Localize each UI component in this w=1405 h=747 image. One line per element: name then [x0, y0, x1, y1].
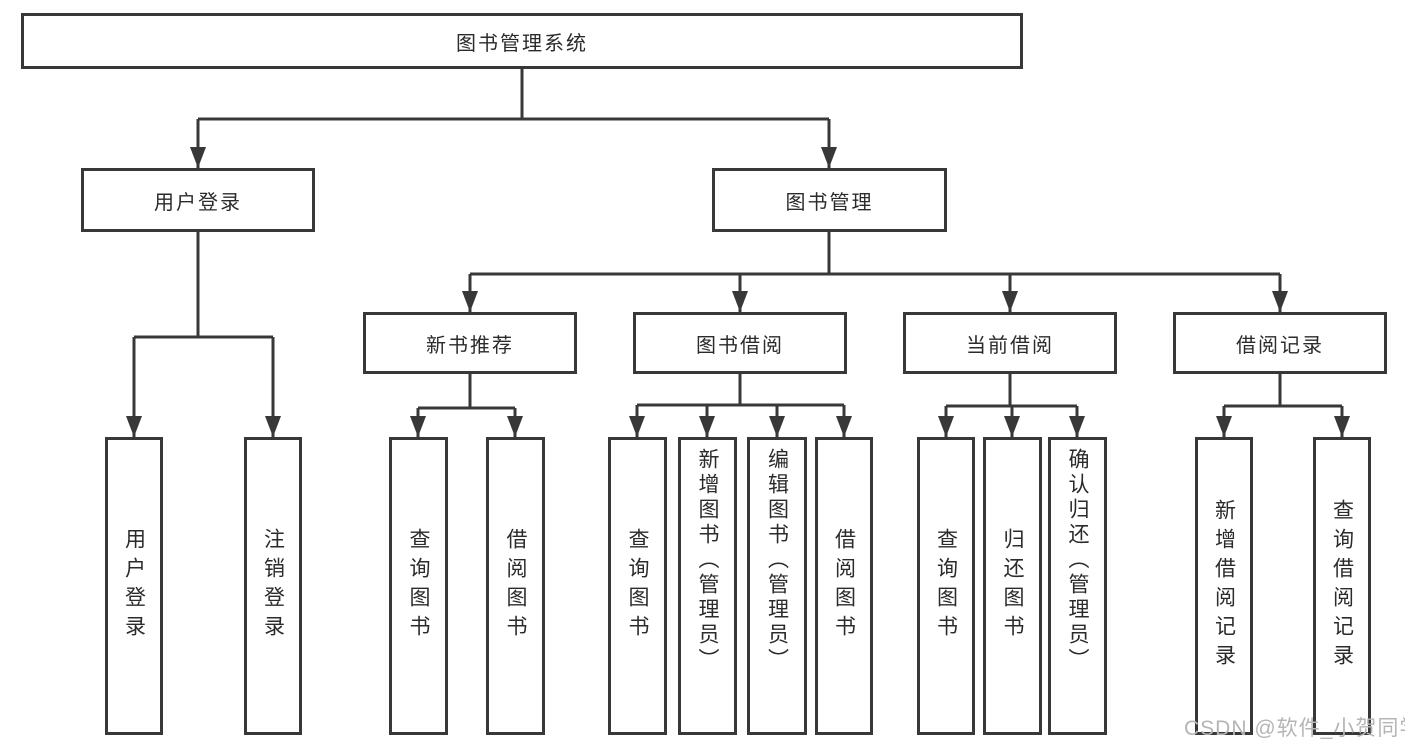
- leaf-return-book: 归还图书: [983, 437, 1042, 735]
- arrowheads: [126, 147, 1350, 437]
- leaf-user-login-label: 用户登录: [122, 528, 146, 644]
- node-book-management-label: 图书管理: [785, 191, 874, 214]
- node-borrow-records-label: 借阅记录: [1236, 334, 1324, 357]
- leaf-edit-book-admin: 编辑图书（管理员）: [747, 437, 807, 735]
- node-root: 图书管理系统: [21, 13, 1023, 69]
- leaf-confirm-return-admin-label: 确认归还（管理员）: [1066, 448, 1089, 673]
- leaf-borrow-books-2: 借阅图书: [815, 437, 873, 735]
- node-new-book-recommend-label: 新书推荐: [426, 334, 514, 357]
- leaf-query-books-2: 查询图书: [608, 437, 667, 735]
- leaf-query-borrow-record: 查询借阅记录: [1313, 437, 1371, 735]
- leaf-borrow-books-2-label: 借阅图书: [832, 528, 856, 644]
- leaf-user-login: 用户登录: [105, 437, 163, 735]
- node-book-borrow-label: 图书借阅: [696, 334, 784, 357]
- leaf-query-books-3: 查询图书: [917, 437, 975, 735]
- leaf-add-borrow-record-label: 新增借阅记录: [1212, 499, 1236, 673]
- leaf-add-book-admin: 新增图书（管理员）: [678, 437, 737, 735]
- node-book-borrow: 图书借阅: [633, 312, 847, 374]
- node-user-login: 用户登录: [81, 168, 315, 232]
- leaf-borrow-books-1-label: 借阅图书: [504, 528, 527, 644]
- leaf-query-borrow-record-label: 查询借阅记录: [1330, 499, 1354, 673]
- leaf-query-books-1: 查询图书: [389, 437, 448, 735]
- leaf-query-books-3-label: 查询图书: [934, 528, 958, 644]
- node-user-login-label: 用户登录: [154, 191, 242, 214]
- node-book-management: 图书管理: [712, 168, 947, 232]
- leaf-borrow-books-1: 借阅图书: [486, 437, 545, 735]
- node-current-borrow: 当前借阅: [903, 312, 1117, 374]
- leaf-logout: 注销登录: [244, 437, 302, 735]
- leaf-add-book-admin-label: 新增图书（管理员）: [696, 448, 719, 673]
- leaf-query-books-2-label: 查询图书: [626, 528, 649, 644]
- leaf-logout-label: 注销登录: [261, 528, 285, 644]
- leaf-return-book-label: 归还图书: [1001, 528, 1024, 644]
- node-new-book-recommend: 新书推荐: [363, 312, 577, 374]
- leaf-edit-book-admin-label: 编辑图书（管理员）: [765, 448, 789, 673]
- node-borrow-records: 借阅记录: [1173, 312, 1387, 374]
- leaf-confirm-return-admin: 确认归还（管理员）: [1048, 437, 1107, 735]
- leaf-query-books-1-label: 查询图书: [407, 528, 430, 644]
- csdn-watermark: CSDN @软件_小贺同学: [1184, 717, 1405, 740]
- node-root-label: 图书管理系统: [456, 32, 588, 55]
- leaf-add-borrow-record: 新增借阅记录: [1195, 437, 1253, 735]
- node-current-borrow-label: 当前借阅: [966, 334, 1054, 357]
